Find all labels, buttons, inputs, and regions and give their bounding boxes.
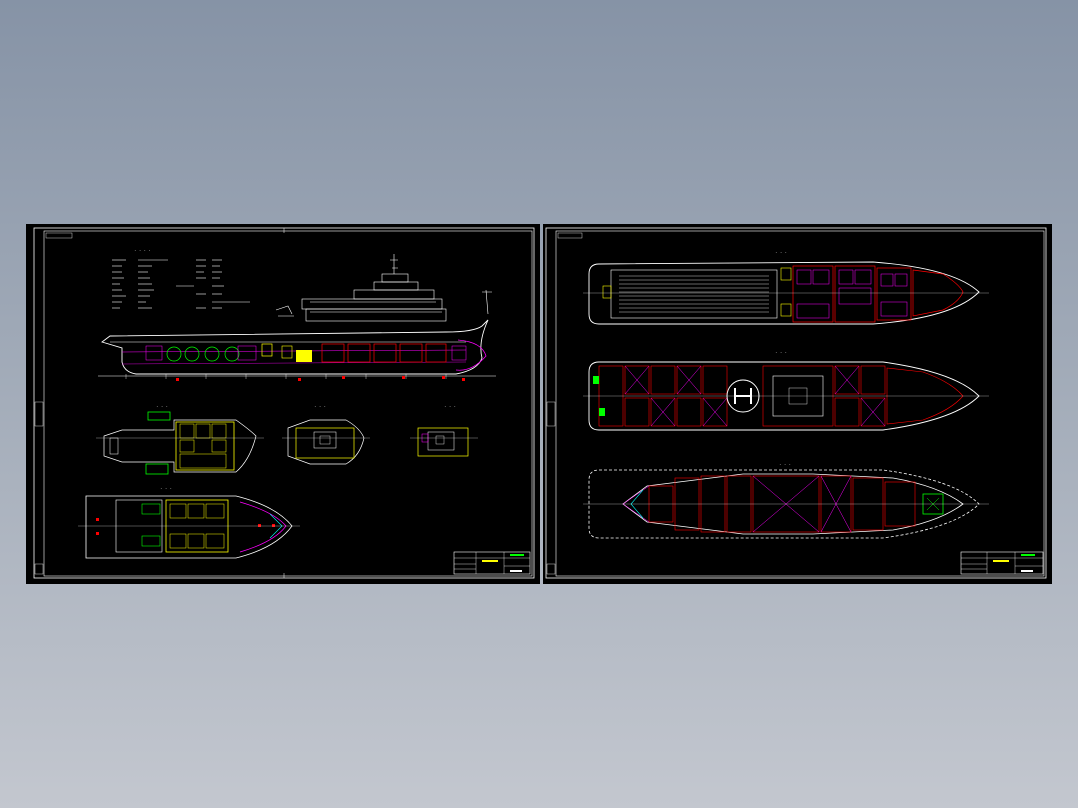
tween-deck-plan-view[interactable]: · · · bbox=[583, 350, 989, 431]
drawing-sheet-right[interactable]: · · · bbox=[543, 224, 1052, 584]
title-block-left[interactable] bbox=[453, 551, 531, 575]
tank-top-plan-view[interactable]: · · · bbox=[583, 462, 989, 539]
side-margin-box bbox=[34, 401, 44, 427]
drawing-canvas-right: · · · bbox=[545, 227, 1047, 579]
inner-frame bbox=[43, 230, 533, 577]
svg-text:· · ·: · · · bbox=[444, 404, 456, 409]
title-block-right[interactable] bbox=[960, 551, 1044, 575]
outer-frame bbox=[33, 227, 535, 579]
svg-text:· · ·: · · · bbox=[156, 404, 168, 409]
inner-frame bbox=[555, 230, 1045, 577]
corner-margin-box bbox=[546, 563, 556, 575]
drawing-sheet-left[interactable]: · · · · bbox=[26, 224, 540, 584]
deck-plan-small-3[interactable]: · · · bbox=[410, 404, 478, 457]
side-margin-box bbox=[546, 401, 556, 427]
principal-particulars-block: · · · · bbox=[112, 248, 250, 309]
corner-margin-box bbox=[34, 563, 44, 575]
svg-text:· · ·: · · · bbox=[314, 404, 326, 409]
main-deck-plan-view[interactable]: · · · bbox=[583, 250, 989, 325]
deck-plan-small-2[interactable]: · · · bbox=[282, 404, 370, 465]
outer-frame bbox=[545, 227, 1047, 579]
profile-elevation-view[interactable] bbox=[98, 254, 496, 381]
deck-plan-small-1[interactable]: · · · bbox=[96, 404, 264, 475]
svg-text:· · ·: · · · bbox=[779, 462, 791, 467]
deck-plan-lower[interactable]: · · · bbox=[78, 486, 300, 559]
svg-text:· · ·: · · · bbox=[775, 250, 787, 255]
drawing-number-box bbox=[45, 232, 73, 239]
drawing-number-box bbox=[557, 232, 583, 239]
drawing-canvas-left: · · · · bbox=[33, 227, 535, 579]
svg-text:· · · ·: · · · · bbox=[134, 248, 151, 253]
svg-text:· · ·: · · · bbox=[775, 350, 787, 355]
svg-text:· · ·: · · · bbox=[160, 486, 172, 491]
